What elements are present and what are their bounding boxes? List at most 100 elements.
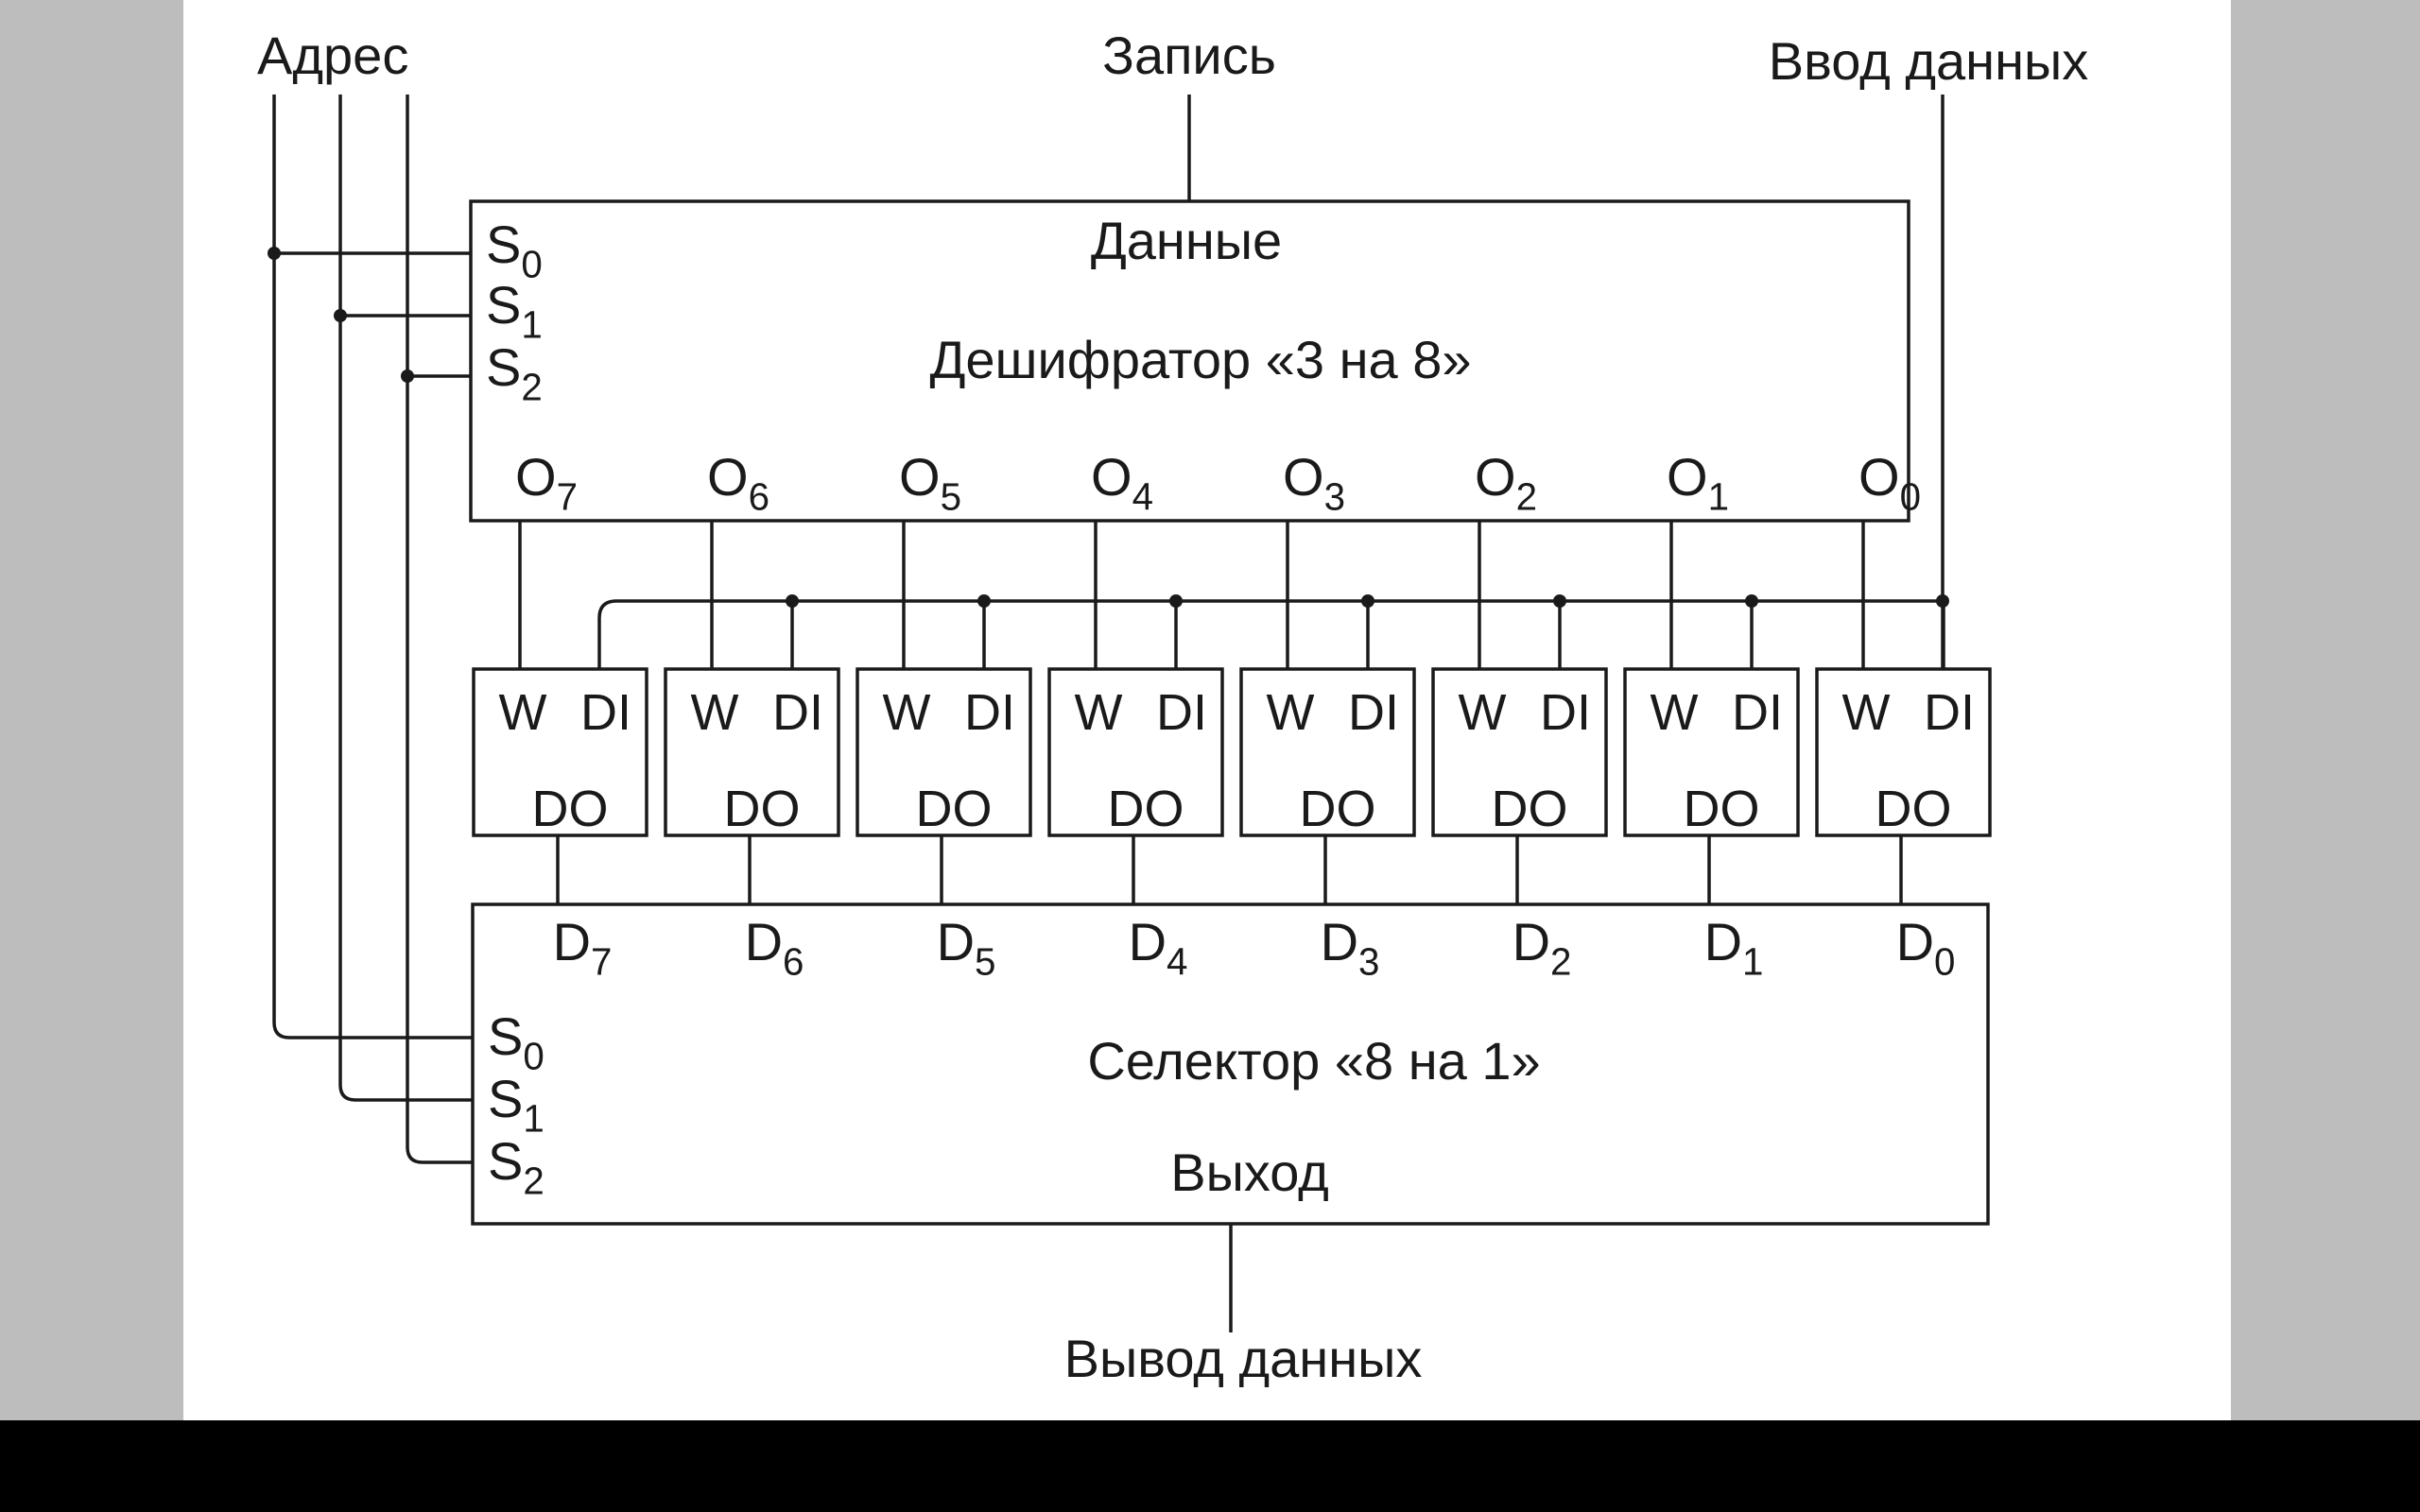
decoder-output-o1-index: 1: [1708, 475, 1729, 519]
selector-input-d6: D6: [745, 912, 804, 984]
decoder-output-o4-letter: O: [1091, 447, 1132, 507]
decoder-select-s0-letter: S: [486, 215, 521, 274]
decoder-output-o6-letter: O: [707, 447, 749, 507]
decoder-select-s1-index: 1: [521, 303, 542, 347]
decoder-output-o1-letter: O: [1667, 447, 1708, 507]
decoder-select-s2: S2: [486, 337, 543, 409]
decoder-output-o3-letter: O: [1283, 447, 1324, 507]
selector-input-d7: D7: [553, 912, 613, 984]
wires: [268, 94, 1949, 1332]
latch-w-label: W: [1267, 684, 1315, 741]
latch-box: [1047, 667, 1224, 837]
decoder-output-o7-letter: O: [515, 447, 557, 507]
selector-input-d7-index: 7: [591, 940, 612, 984]
latch-do-label: DO: [724, 781, 801, 837]
latch: W DI DO: [1623, 667, 1800, 837]
latch-di-label: DI: [772, 684, 823, 741]
latch-w-label: W: [1075, 684, 1123, 741]
junction-dot: [977, 594, 991, 608]
latch-do-label: DO: [1684, 781, 1760, 837]
selector-input-d1: D1: [1704, 912, 1764, 984]
decoder-output-o2: O2: [1475, 447, 1537, 519]
junction-dot: [1169, 594, 1183, 608]
selector-select-s1: S1: [488, 1069, 544, 1141]
decoder-select-s1: S1: [486, 275, 543, 347]
latch-di-label: DI: [580, 684, 631, 741]
latch-w-label: W: [1459, 684, 1507, 741]
selector-input-d2-index: 2: [1550, 940, 1571, 984]
selector-select-s2-index: 2: [523, 1160, 544, 1203]
selector-title: Селектор «8 на 1»: [1087, 1031, 1540, 1091]
selector-select-s1-letter: S: [488, 1069, 523, 1128]
selector-input-d4-index: 4: [1167, 940, 1187, 984]
latch-box: [472, 667, 648, 837]
decoder-output-o5: O5: [899, 447, 961, 519]
latch-di-label: DI: [964, 684, 1015, 741]
junction-dot: [401, 369, 414, 383]
data-out-label: Вывод данных: [1064, 1329, 1423, 1388]
latch: W DI DO: [856, 667, 1032, 837]
selector-input-d3-index: 3: [1358, 940, 1379, 984]
latch-di-label: DI: [1156, 684, 1207, 741]
decoder-data-label: Данные: [1091, 211, 1282, 270]
address-wire-s0: [272, 94, 473, 1040]
decoder-output-o2-letter: O: [1475, 447, 1516, 507]
selector-input-d2: D2: [1512, 912, 1572, 984]
latch-box: [1431, 667, 1608, 837]
latch-box: [856, 667, 1032, 837]
decoder-output-o1: O1: [1667, 447, 1729, 519]
decoder-select-s2-index: 2: [521, 366, 542, 409]
selector-select-s2: S2: [488, 1131, 544, 1203]
selector-input-d7-letter: D: [553, 912, 591, 971]
latch-di-label: DI: [1348, 684, 1399, 741]
selector-input-d2-letter: D: [1512, 912, 1550, 971]
decoder-output-o3-index: 3: [1324, 475, 1345, 519]
selector-select-s1-index: 1: [523, 1097, 544, 1141]
decoder-output-o2-index: 2: [1516, 475, 1537, 519]
latch-box: [1239, 667, 1416, 837]
latch-do-label: DO: [532, 781, 609, 837]
selector-output-label: Выход: [1170, 1143, 1329, 1202]
selector-input-d4: D4: [1129, 912, 1188, 984]
latch-w-label: W: [691, 684, 739, 741]
selector-input-d5-index: 5: [975, 940, 995, 984]
selector-input-d0-letter: D: [1896, 912, 1934, 971]
latch-do-label: DO: [1492, 781, 1568, 837]
decoder-output-o5-index: 5: [941, 475, 961, 519]
decoder-title: Дешифратор «3 на 8»: [929, 330, 1471, 389]
decoder-output-o6-index: 6: [749, 475, 769, 519]
junction-dot: [1745, 594, 1758, 608]
junction-dot: [1553, 594, 1566, 608]
address-wire-s2: [406, 94, 473, 1164]
junction-dot: [334, 309, 347, 322]
decoder-select-s1-letter: S: [486, 275, 521, 335]
selector-input-d1-letter: D: [1704, 912, 1742, 971]
decoder-output-o4: O4: [1091, 447, 1153, 519]
selector-input-d1-index: 1: [1742, 940, 1763, 984]
decoder-output-o0-letter: O: [1858, 447, 1900, 507]
selector-select-s0: S0: [488, 1006, 544, 1078]
decoder-output-o5-letter: O: [899, 447, 941, 507]
selector-input-d0: D0: [1896, 912, 1956, 984]
latch-box: [664, 667, 840, 837]
selector-input-d6-letter: D: [745, 912, 783, 971]
latch-w-label: W: [499, 684, 547, 741]
write-label: Запись: [1102, 26, 1276, 85]
selector-input-d4-letter: D: [1129, 912, 1167, 971]
latch-di-label: DI: [1732, 684, 1783, 741]
decoder-output-o4-index: 4: [1132, 475, 1153, 519]
latch-do-label: DO: [916, 781, 993, 837]
latch-w-label: W: [883, 684, 931, 741]
decoder-output-o7-index: 7: [557, 475, 578, 519]
latch-w-label: W: [1651, 684, 1699, 741]
latch-di-label: DI: [1924, 684, 1975, 741]
selector-input-d6-index: 6: [783, 940, 804, 984]
